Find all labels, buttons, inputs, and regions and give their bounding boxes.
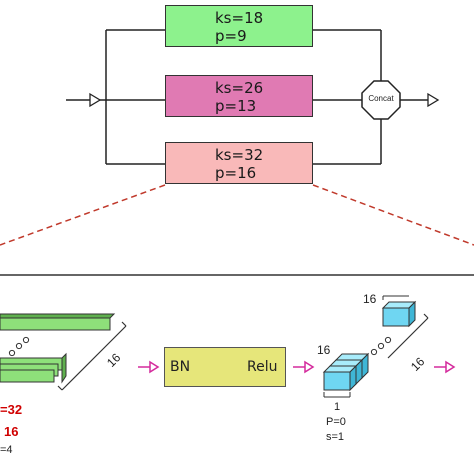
left-black-label: =4 <box>0 444 13 456</box>
flow-arrow-3 <box>434 360 456 374</box>
cube-top-label: 16 <box>363 292 377 306</box>
zoom-lines <box>0 184 474 246</box>
cube-front-label: 1 <box>334 401 341 413</box>
input-arrow-head <box>89 92 102 108</box>
branch-box-ks26: ks=26 p=13 <box>165 75 313 117</box>
branch-box-ks32: ks=32 p=16 <box>165 142 313 184</box>
dimension-bracket-left <box>57 321 127 391</box>
cube-stack-bottom <box>322 352 370 392</box>
branch-p-label: p=9 <box>215 27 247 45</box>
cube-top <box>381 300 417 328</box>
cube-padding-label: P=0 <box>326 416 346 428</box>
conv-bar-bottom-stack <box>0 352 67 384</box>
bn-relu-block: BN Relu <box>164 347 286 387</box>
cube-stride-label: s=1 <box>326 431 345 443</box>
conv-bar-top <box>0 313 116 331</box>
left-red-label-2: 16 <box>4 424 19 439</box>
concat-label: Concat <box>368 94 394 103</box>
left-red-label-1: =32 <box>0 402 23 417</box>
output-arrow-head <box>427 92 440 108</box>
branch-ks-label: ks=18 <box>215 9 264 27</box>
branch-ks-label: ks=32 <box>215 146 264 164</box>
branch-p-label: p=13 <box>215 97 257 115</box>
branch-connectors <box>66 29 428 165</box>
flow-arrow-2 <box>293 360 315 374</box>
cube-top-bracket <box>382 295 409 300</box>
branch-p-label: p=16 <box>215 164 257 182</box>
branch-box-ks18: ks=18 p=9 <box>165 5 313 47</box>
branch-ks-label: ks=26 <box>215 79 264 97</box>
concat-node <box>361 80 401 120</box>
relu-label: Relu <box>247 359 278 375</box>
bn-label: BN <box>170 359 191 375</box>
ellipsis-dots-right <box>370 336 392 356</box>
ellipsis-dots-left <box>8 336 30 357</box>
dimension-bracket-right <box>387 313 429 359</box>
cube-mid-label: 16 <box>317 343 331 357</box>
flow-arrow-1 <box>138 360 160 374</box>
cube-front-bracket <box>323 392 351 398</box>
